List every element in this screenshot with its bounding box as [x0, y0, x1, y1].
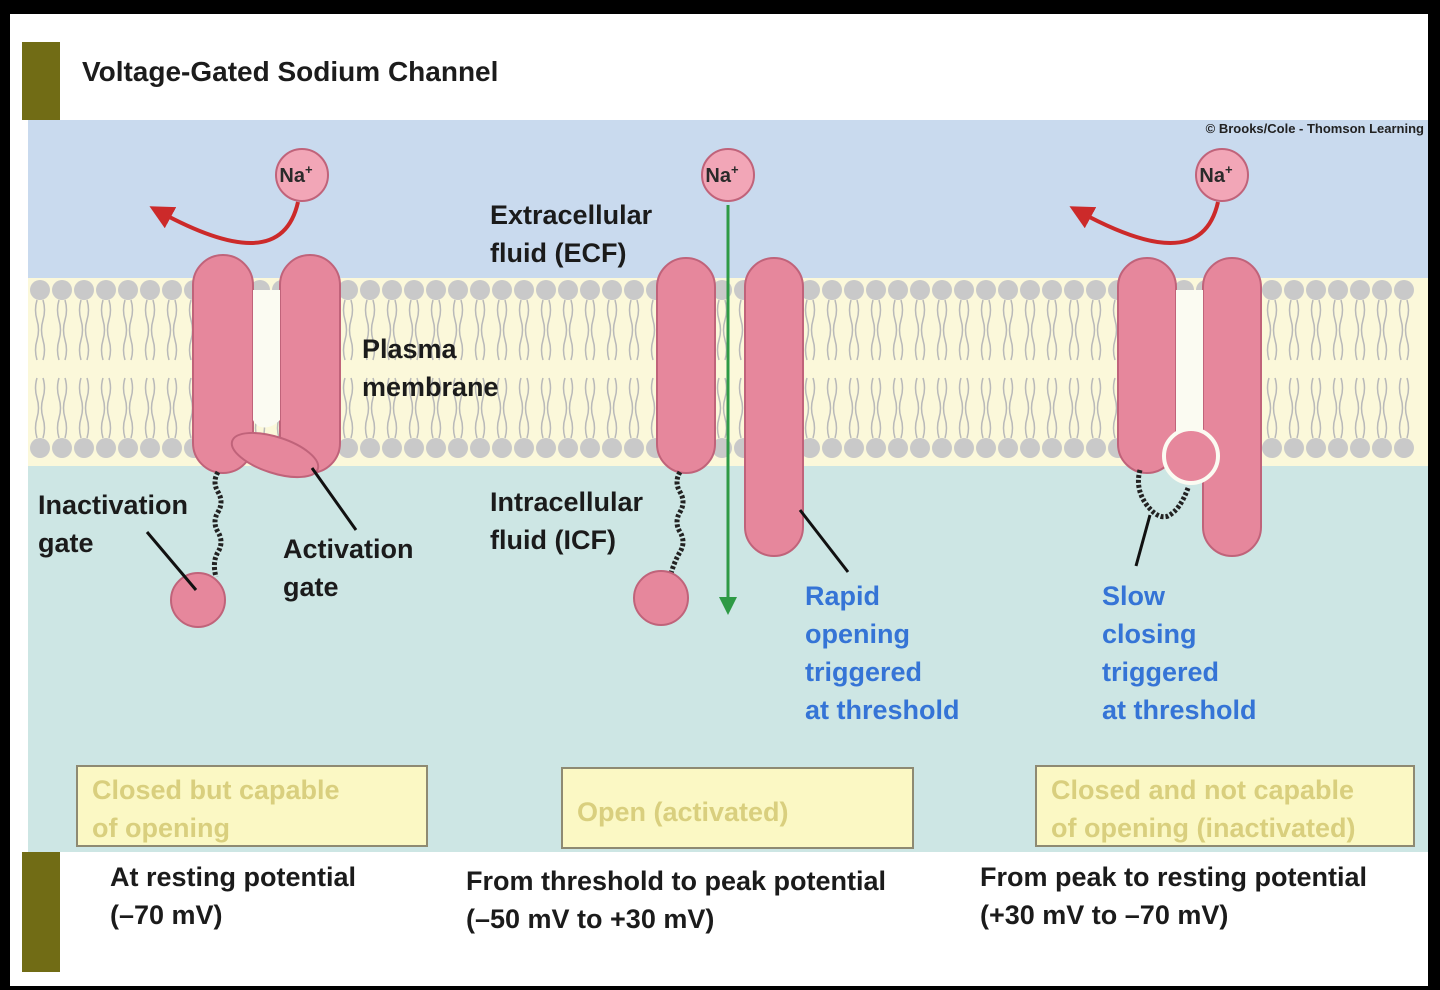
na-ion [1195, 148, 1249, 202]
inactivation-chain [211, 470, 224, 578]
side-bar-bottom [22, 852, 60, 972]
na-ion [275, 148, 329, 202]
slow-leader [1134, 514, 1152, 567]
rapid-leader [798, 509, 850, 573]
channel-pore [1176, 290, 1203, 440]
caption-resting: At resting potential(–70 mV) [110, 862, 357, 930]
channel-subunit-left [656, 257, 716, 474]
inactivation-ball [170, 572, 226, 628]
na-ion [701, 148, 755, 202]
na-blocked-arrow [1069, 201, 1220, 245]
channel-subunit-right [1202, 257, 1262, 557]
channel-open: Na+ [633, 148, 850, 626]
inactivation-chain [1136, 469, 1191, 520]
na-blocked-arrow [149, 201, 300, 245]
side-bar-top [22, 42, 60, 120]
caption-peak-resting: From peak to resting potential(+30 mV to… [980, 862, 1368, 930]
state-box-open: Open (activated) [561, 767, 914, 849]
activation-gate-closed [230, 431, 320, 479]
diagram-title: Voltage-Gated Sodium Channel [82, 56, 499, 87]
inactivation-ball-plugging [1162, 427, 1220, 485]
inactivation-leader [145, 531, 198, 591]
channel-pore [253, 290, 280, 428]
channel-inactivated: Na+ [1069, 148, 1262, 567]
channel-subunit-right [744, 257, 804, 557]
svg-text:Na+: Na+ [1199, 162, 1233, 187]
copyright-text: © Brooks/Cole - Thomson Learning [1205, 121, 1424, 136]
caption-threshold-peak: From threshold to peak potential(–50 mV … [466, 866, 887, 934]
svg-text:Na+: Na+ [705, 162, 739, 187]
inactivation-ball [633, 570, 689, 626]
svg-text:Na+: Na+ [279, 162, 313, 187]
channel-closed: Na+ [145, 148, 358, 628]
activation-leader [310, 467, 358, 531]
inactivation-chain [667, 470, 686, 578]
